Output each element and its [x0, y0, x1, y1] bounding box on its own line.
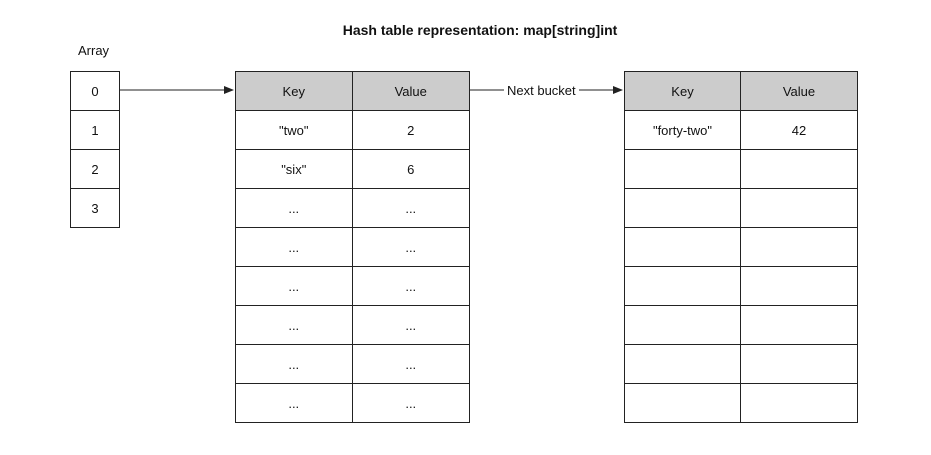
array-index-0: 0: [71, 72, 119, 111]
value-header: Value: [394, 83, 427, 99]
key-header: Key: [625, 72, 741, 110]
bucket-row: [625, 189, 857, 228]
value-cell: ...: [405, 395, 417, 411]
value-cell: [741, 150, 857, 188]
value-cell: [741, 345, 857, 383]
value-cell: ...: [405, 239, 417, 255]
bucket-row: [625, 345, 857, 384]
value-cell: ...: [405, 200, 417, 216]
array-index-2: 2: [71, 150, 119, 189]
bucket-row: [625, 150, 857, 189]
key-cell: ...: [236, 345, 353, 383]
key-cell: ...: [236, 228, 353, 266]
key-cell: [625, 228, 741, 266]
array-index-3: 3: [91, 200, 99, 216]
bucket-row: [625, 306, 857, 345]
bucket-overflow: Key Value "forty-two" 42: [624, 71, 858, 423]
value-cell: ...: [405, 278, 417, 294]
diagram-title: Hash table representation: map[string]in…: [342, 22, 618, 38]
bucket-row: ... ...: [236, 228, 469, 267]
key-cell: "six": [236, 150, 353, 188]
bucket-header-row: Key Value: [236, 72, 469, 111]
key-cell: [625, 189, 741, 227]
value-cell: [741, 306, 857, 344]
bucket-row: ... ...: [236, 306, 469, 345]
key-cell: ...: [236, 384, 353, 422]
key-cell: [625, 267, 741, 305]
bucket-row: "two" 2: [236, 111, 469, 150]
key-cell: ...: [236, 189, 353, 227]
bucket-row: [625, 267, 857, 306]
array-index-1: 1: [71, 111, 119, 150]
bucket-row: ... ...: [236, 189, 469, 228]
bucket-row: [625, 228, 857, 267]
bucket-row: ... ...: [236, 384, 469, 422]
bucket-row: ... ...: [236, 345, 469, 384]
value-cell: [741, 189, 857, 227]
key-cell: ...: [236, 267, 353, 305]
value-header: Value: [782, 83, 816, 99]
value-cell: [741, 267, 857, 305]
bucket-row: ... ...: [236, 267, 469, 306]
key-header: Key: [236, 72, 353, 110]
value-cell: 42: [791, 122, 807, 138]
bucket-row: "forty-two" 42: [625, 111, 857, 150]
value-cell: ...: [405, 356, 417, 372]
key-cell: "forty-two": [625, 111, 741, 149]
value-cell: ...: [405, 317, 417, 333]
key-cell: [625, 384, 741, 422]
next-bucket-label: Next bucket: [504, 83, 579, 98]
array-label: Array: [78, 43, 110, 58]
value-cell: 2: [407, 122, 415, 138]
key-cell: [625, 306, 741, 344]
bucket-header-row: Key Value: [625, 72, 857, 111]
bucket-primary: Key Value "two" 2 "six" 6 ... ... ... ..…: [235, 71, 470, 423]
value-cell: 6: [407, 161, 415, 177]
array: 0 1 2 3: [70, 71, 120, 228]
key-cell: [625, 345, 741, 383]
bucket-row: [625, 384, 857, 422]
key-cell: [625, 150, 741, 188]
key-cell: "two": [236, 111, 353, 149]
value-cell: [741, 228, 857, 266]
key-cell: ...: [236, 306, 353, 344]
bucket-row: "six" 6: [236, 150, 469, 189]
value-cell: [741, 384, 857, 422]
